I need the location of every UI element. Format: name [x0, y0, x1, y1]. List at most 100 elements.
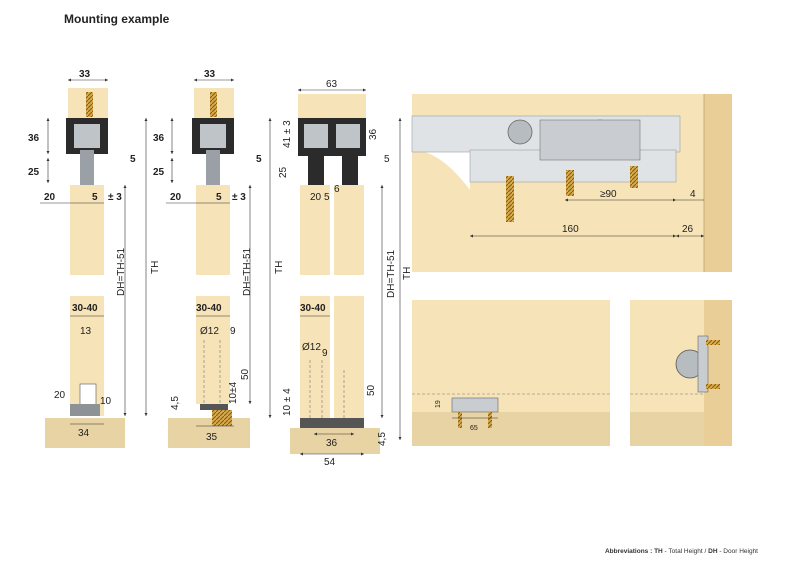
- abbr-th-text: - Total Height /: [662, 548, 709, 555]
- floor-block: [412, 412, 610, 446]
- floor-guide: [300, 418, 364, 428]
- dim-top-width: 63: [326, 79, 338, 90]
- roller-carriage: [200, 124, 226, 148]
- dim-fifty: 50: [366, 384, 377, 396]
- guide-foot: [70, 404, 100, 416]
- dim-floor-gap: 10: [100, 396, 112, 407]
- dim-gap: 25: [278, 166, 289, 178]
- dim-door-offset: 20: [170, 192, 182, 203]
- view-1-side-section: 33 36 25 5 20 5 ± 3 30-40 13 20 10 34 DH…: [28, 69, 161, 448]
- dim-6: 6: [334, 184, 340, 195]
- dim-door-edge: 5: [92, 192, 98, 203]
- floor-guide: [451, 397, 499, 413]
- dim-height-tolerance: 10 ± 4: [282, 388, 293, 416]
- floor-guide: [200, 404, 228, 410]
- dim-width-36: 36: [326, 438, 338, 449]
- dim-fifty: 50: [240, 368, 251, 380]
- dim-36: 36: [368, 128, 379, 140]
- dim-tolerance: ± 3: [232, 192, 246, 203]
- door-left-top: [300, 185, 330, 275]
- dim-door-height: DH=TH-51: [116, 247, 127, 296]
- dim-door-thickness: 30-40: [300, 303, 326, 314]
- dim-small-height: 4,5: [170, 396, 181, 410]
- floor-screw: [488, 412, 492, 428]
- dim-total-height: TH: [402, 267, 413, 280]
- dim-door-thickness: 30-40: [72, 303, 98, 314]
- dim-door-height: DH=TH-51: [242, 247, 253, 296]
- abbr-th-key: TH: [654, 548, 663, 555]
- dim-tolerance: ± 3: [108, 192, 122, 203]
- dim-guide-base: 35: [206, 432, 218, 443]
- view-2-side-section: 33 36 25 5 20 5 ± 3 30-40 Ø12 9 4,5 10±4…: [153, 69, 285, 448]
- floor-block: [630, 412, 704, 446]
- side-wall: [704, 94, 732, 272]
- view-6-end-stop-detail: [630, 300, 732, 446]
- mounting-screw: [210, 92, 217, 117]
- dim-diameter: Ø12: [200, 326, 219, 337]
- dim-clear: 5: [130, 154, 136, 165]
- dim-door-thickness: 30-40: [196, 303, 222, 314]
- dim-diameter: Ø12: [302, 342, 321, 353]
- dim-rail-height: 36: [153, 133, 165, 144]
- dim-door-height: DH=TH-51: [386, 249, 397, 298]
- side-wall: [704, 300, 732, 446]
- door-panel: [412, 300, 610, 412]
- floor-screw: [458, 412, 462, 428]
- abbreviations-note: Abbreviations : TH - Total Height / DH -…: [605, 548, 758, 555]
- dim-door-offset: 20: [44, 192, 56, 203]
- roller-carriage-left: [304, 124, 328, 148]
- dim-min-90: ≥90: [600, 189, 617, 200]
- dim-20: 20: [310, 192, 322, 203]
- roller-wheel: [507, 119, 533, 145]
- abbr-dh-text: - Door Height: [717, 548, 758, 555]
- roller-hanger-right: [342, 154, 358, 186]
- dim-26: 26: [682, 224, 694, 235]
- door-panel-top: [70, 185, 104, 275]
- view-5-floor-guide-front: 19 65: [412, 300, 610, 446]
- dim-top-width: 33: [79, 69, 91, 80]
- floor-block: [290, 428, 380, 454]
- door-right-bottom: [334, 296, 364, 418]
- view-3-double-door-section: 63 41 ± 3 36 5 25 20 5 6 30-40 Ø12 9 10 …: [278, 79, 413, 468]
- floor-block: [168, 418, 250, 448]
- dim-guide-base: 34: [78, 428, 90, 439]
- dim-door-edge: 5: [216, 192, 222, 203]
- dim-total-height: TH: [274, 261, 285, 274]
- dim-nine: 9: [230, 326, 236, 337]
- dim-4-5: 4,5: [377, 432, 388, 446]
- dim-4: 4: [690, 189, 696, 200]
- roller-carriage-right: [336, 124, 360, 148]
- floor-screw: [212, 410, 232, 426]
- dim-rail-height: 41 ± 3: [282, 120, 293, 148]
- roller-carriage: [539, 119, 641, 161]
- roller-hanger: [206, 150, 220, 186]
- dim-height-tolerance: 10±4: [228, 381, 239, 404]
- dim-65: 65: [470, 425, 478, 432]
- dim-160: 160: [562, 224, 579, 235]
- door-curve: [412, 150, 470, 190]
- mounting-screw: [86, 92, 93, 117]
- dim-nine: 9: [322, 348, 328, 359]
- dim-floor-height: 20: [54, 390, 66, 401]
- end-stop-bracket: [697, 335, 709, 393]
- abbr-dh-key: DH: [708, 548, 718, 555]
- wall-screw: [566, 170, 574, 196]
- floor-block: [45, 418, 125, 448]
- abbreviations-label: Abbreviations :: [604, 548, 653, 555]
- view-4-rail-detail: ≥90 4 160 26: [411, 94, 732, 272]
- dim-guide-width: 13: [80, 326, 92, 337]
- wall-screw: [506, 176, 514, 222]
- door-left-bottom: [300, 296, 330, 418]
- roller-hanger-left: [308, 154, 324, 186]
- dim-gap: 25: [28, 167, 40, 178]
- door-panel-bottom: [196, 296, 230, 404]
- roller-hanger: [80, 150, 94, 186]
- dim-width-54: 54: [324, 457, 336, 468]
- wall-screw: [630, 166, 638, 188]
- dim-clear: 5: [256, 154, 262, 165]
- dim-19: 19: [435, 400, 442, 408]
- dim-top-width: 33: [204, 69, 216, 80]
- dim-5: 5: [324, 192, 330, 203]
- wall-screw: [706, 340, 720, 345]
